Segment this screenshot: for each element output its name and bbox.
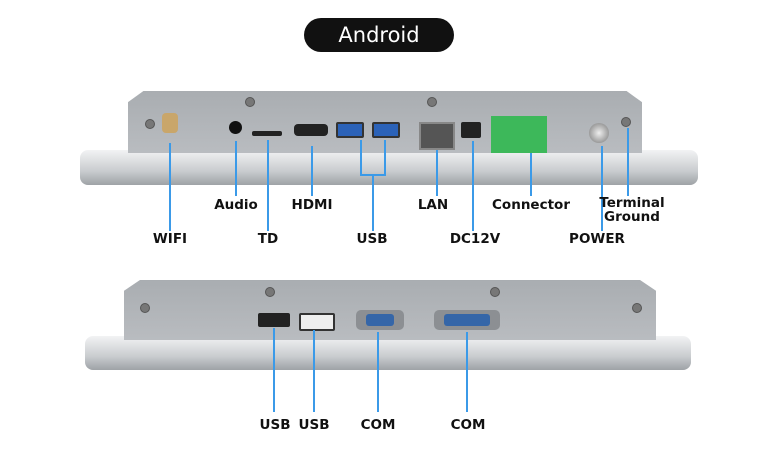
bottom-bezel: [85, 336, 691, 370]
callout-line: [601, 146, 603, 231]
com-port: [434, 310, 500, 330]
usb-port: [299, 313, 335, 331]
callout-line: [384, 140, 386, 175]
callout-line: [530, 153, 532, 196]
usb-port: [372, 122, 400, 138]
label-terminal-ground: Terminal Ground: [599, 195, 665, 225]
screw-icon: [265, 287, 275, 297]
callout-line: [372, 174, 374, 231]
callout-line: [313, 330, 315, 412]
title-badge: Android: [304, 18, 454, 52]
callout-line: [472, 141, 474, 231]
top-panel: WIFI Audio TD HDMI USB LAN DC12V Connect…: [80, 91, 698, 247]
callout-line: [169, 143, 171, 231]
usb-port: [336, 122, 364, 138]
screw-icon: [632, 303, 642, 313]
com-port: [356, 310, 404, 330]
callout-line: [466, 332, 468, 412]
label-usb: USB: [356, 231, 388, 247]
label-power: POWER: [569, 231, 625, 247]
callout-line: [267, 140, 269, 231]
label-wifi: WIFI: [152, 231, 188, 247]
usb-port: [258, 313, 290, 327]
label-usb-2: USB: [298, 417, 330, 433]
callout-line: [273, 328, 275, 412]
callout-line: [377, 332, 379, 412]
screw-icon: [490, 287, 500, 297]
audio-jack: [229, 121, 242, 134]
wifi-antenna-port: [162, 113, 178, 133]
label-td: TD: [257, 231, 279, 247]
screw-icon: [621, 117, 631, 127]
lan-port: [419, 122, 455, 150]
power-connector: [491, 116, 547, 153]
power-button: [589, 123, 609, 143]
label-lan: LAN: [417, 197, 449, 213]
td-card-slot: [252, 131, 282, 136]
screw-icon: [427, 97, 437, 107]
label-com-1: COM: [360, 417, 396, 433]
label-com-2: COM: [450, 417, 486, 433]
label-usb-1: USB: [259, 417, 291, 433]
dc12v-jack: [461, 122, 481, 138]
bottom-panel: USB USB COM COM: [0, 260, 776, 451]
callout-line: [360, 140, 362, 175]
callout-line: [235, 141, 237, 196]
screw-icon: [140, 303, 150, 313]
top-bezel: [80, 150, 698, 185]
label-hdmi: HDMI: [291, 197, 333, 213]
label-connector: Connector: [492, 197, 570, 213]
callout-line: [436, 150, 438, 196]
callout-line: [627, 128, 629, 196]
callout-line: [311, 146, 313, 196]
screw-icon: [245, 97, 255, 107]
label-audio: Audio: [214, 197, 258, 213]
screw-icon: [145, 119, 155, 129]
label-dc12v: DC12V: [449, 231, 501, 247]
hdmi-port: [294, 124, 328, 136]
